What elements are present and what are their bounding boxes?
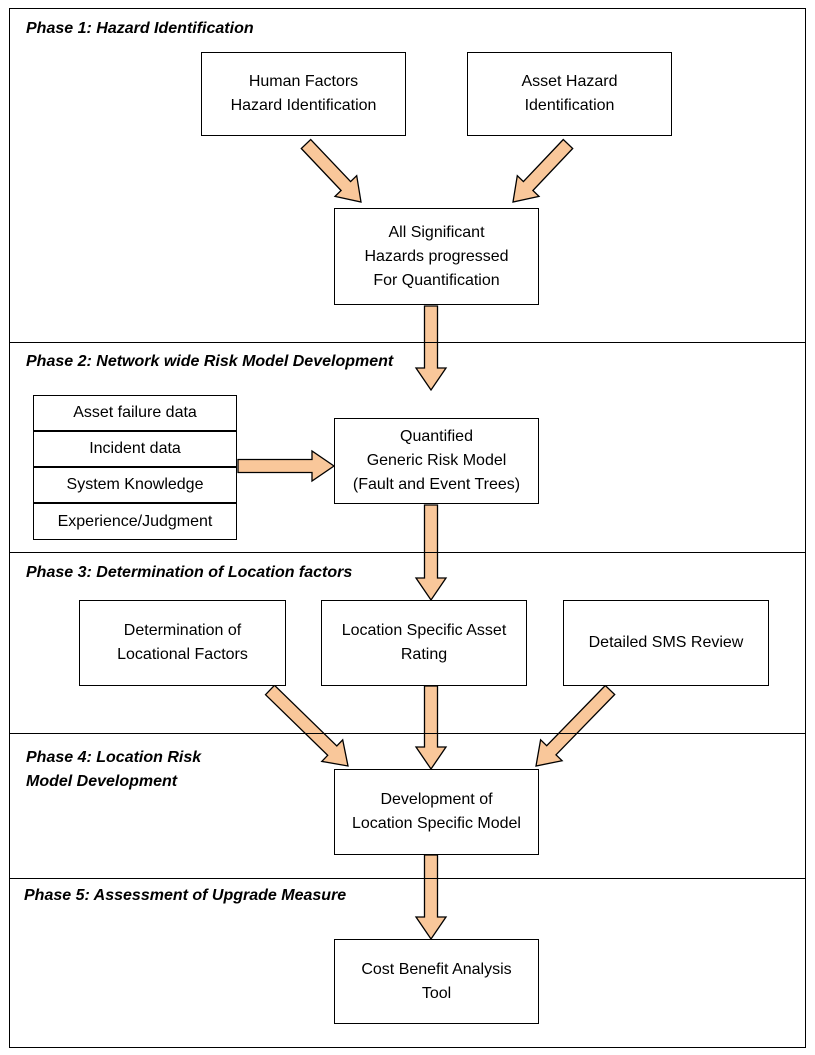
quantified-model-line-3: (Fault and Event Trees) [352,476,521,493]
phase-5-section [9,878,806,1048]
asset-rating-line-1: Location Specific Asset [341,622,507,639]
data-source-asset-failure: Asset failure data [33,395,237,431]
phase-3-title: Phase 3: Determination of Location facto… [26,564,353,581]
data-source-incident: Incident data [33,431,237,467]
data-source-experience: Experience/Judgment [33,503,237,540]
location-model-line-1: Development of [380,791,493,808]
arrow-significant-to-quantified [414,305,448,392]
phase-4-title: Phase 4: Location Risk Model Development [26,746,201,794]
quantified-model-line-2: Generic Risk Model [366,452,507,469]
all-significant-hazards-node: All Significant Hazards progressed For Q… [334,208,539,305]
arrow-sms-to-model [535,684,616,767]
all-significant-line-3: For Quantification [373,271,500,289]
phase-4-title-line-1: Phase 4: Location Risk [26,749,202,766]
location-model-line-2: Location Specific Model [352,815,521,832]
locational-factors-line-1: Determination of [123,622,242,639]
cost-benefit-line-1: Cost Benefit Analysis [361,960,512,978]
human-factors-line-2: Hazard Identification [230,97,377,114]
phase-5-title: Phase 5: Assessment of Upgrade Measure [24,887,347,904]
cost-benefit-tool-node: Cost Benefit Analysis Tool [334,939,539,1024]
asset-hazard-node: Asset Hazard Identification [467,52,672,136]
arrow-asset-to-significant [512,138,574,203]
data-source-system-knowledge: System Knowledge [33,467,237,503]
quantified-model-line-1: Quantified [400,428,473,445]
human-factors-node: Human Factors Hazard Identification [201,52,406,136]
sms-review-node: Detailed SMS Review [563,600,769,686]
location-specific-model-node: Development of Location Specific Model [334,769,539,855]
arrow-model-to-cost-benefit [414,854,448,941]
asset-rating-node: Location Specific Asset Rating [321,600,527,686]
asset-hazard-line-1: Asset Hazard [521,73,618,90]
locational-factors-line-2: Locational Factors [117,646,248,663]
asset-hazard-line-2: Identification [524,97,615,114]
sms-review-line-1: Detailed SMS Review [588,634,744,651]
arrow-data-to-quantified [237,449,336,483]
phase-2-title: Phase 2: Network wide Risk Model Develop… [26,353,394,370]
all-significant-line-2: Hazards progressed [364,247,509,265]
quantified-risk-model-node: Quantified Generic Risk Model (Fault and… [334,418,539,504]
arrow-locational-to-model [264,684,349,767]
arrow-human-to-significant [300,138,362,203]
human-factors-line-1: Human Factors [248,73,359,90]
arrow-rating-to-model [414,685,448,771]
cost-benefit-line-2: Tool [421,984,452,1002]
phase-1-title: Phase 1: Hazard Identification [26,20,254,37]
asset-rating-line-2: Rating [400,646,448,663]
all-significant-line-1: All Significant [388,223,485,241]
phase-4-title-line-2: Model Development [26,773,178,790]
locational-factors-node: Determination of Locational Factors [79,600,286,686]
